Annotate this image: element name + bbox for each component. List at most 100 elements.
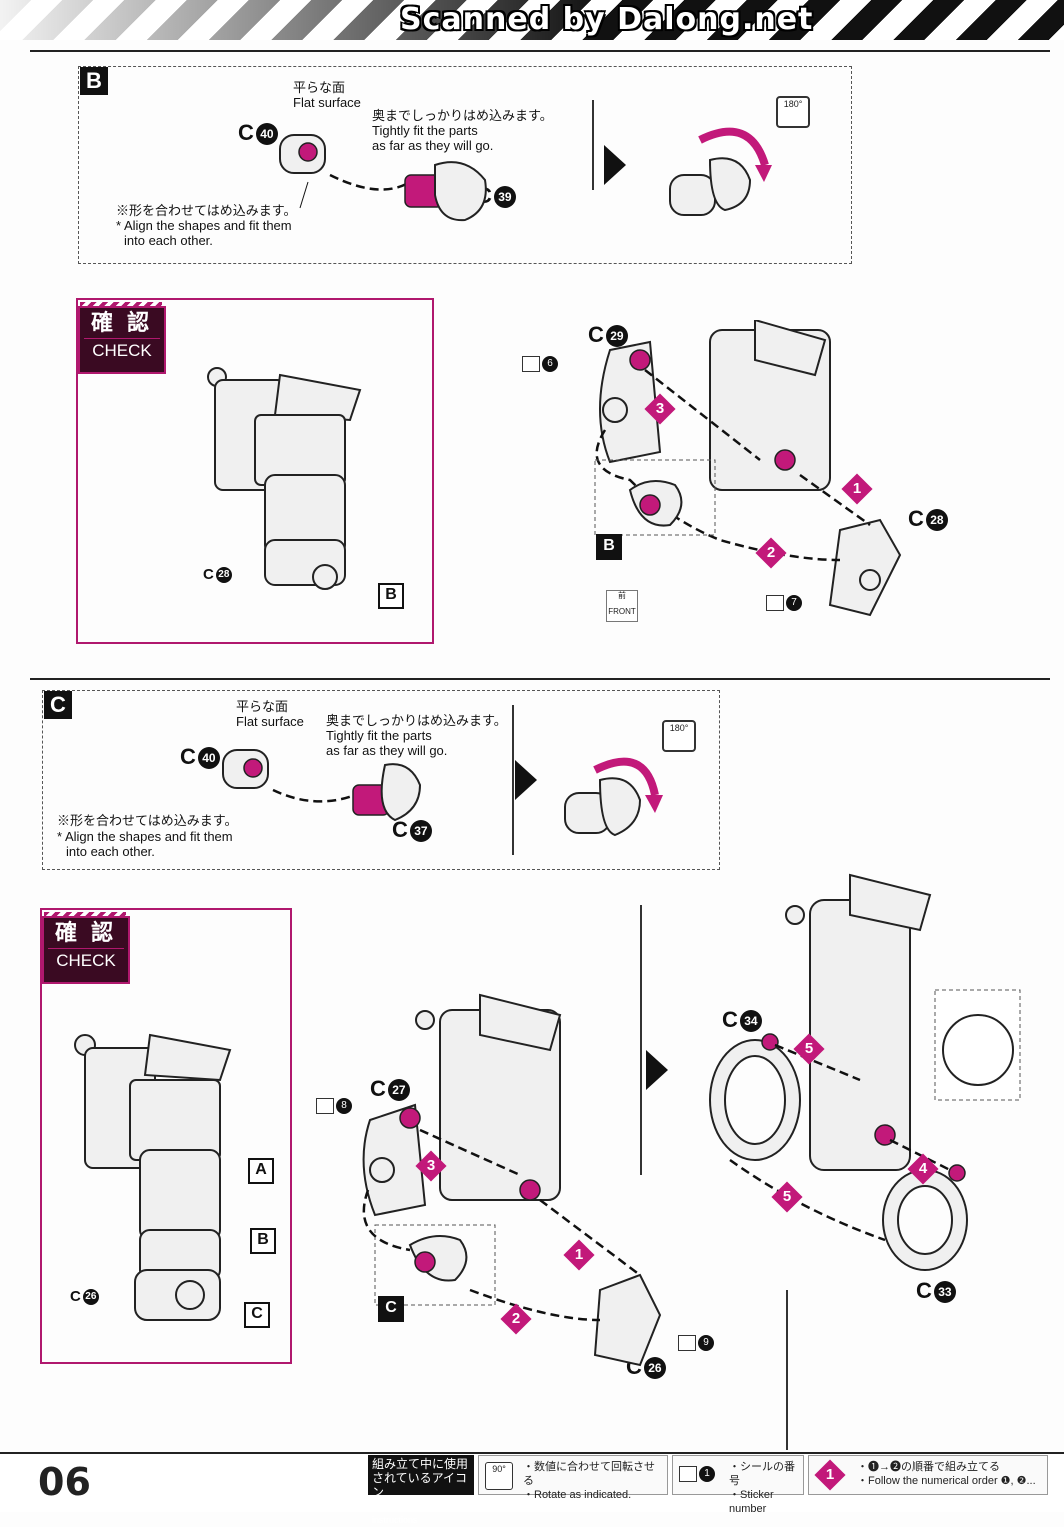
legend-rotate-en: ・Rotate as indicated.	[523, 1489, 632, 1501]
align-note-jp-c: ※形を合わせてはめ込みます。	[57, 813, 238, 828]
part-number: 29	[605, 325, 628, 348]
part-letter: C	[722, 1007, 738, 1032]
arrow-right-icon	[646, 1050, 668, 1090]
fit-note-jp: 奥までしっかりはめ込みます。	[372, 108, 553, 123]
check-box-1	[76, 298, 434, 644]
vertical-guide-line	[786, 1290, 788, 1450]
part-number: 27	[387, 1079, 410, 1102]
sticker-number: 1	[699, 1466, 715, 1482]
step-number: 1	[574, 1246, 584, 1263]
legend-sticker-jp: ・シールの番号	[729, 1461, 795, 1487]
part-letter: C	[588, 322, 604, 347]
front-icon: 前 FRONT	[606, 590, 638, 622]
part-letter: C	[70, 1288, 81, 1305]
legend-title-line2: されているアイコン	[372, 1471, 468, 1499]
rotate-icon-label: 90°	[492, 1464, 506, 1474]
assembly1-tag-b: B	[596, 534, 622, 560]
legend-order: 1 ・❶→❷の順番で組み立てる ・Follow the numerical or…	[808, 1455, 1048, 1495]
step-number: 4	[918, 1160, 928, 1177]
step-b-box	[78, 66, 852, 264]
check-kanji: 確 認	[90, 310, 154, 335]
step-number: 2	[511, 1310, 521, 1327]
fit-note-jp-c: 奥までしっかりはめ込みます。	[326, 713, 507, 728]
check-header-1: 確 認 CHECK	[78, 306, 166, 374]
check-label: CHECK	[48, 948, 124, 973]
sticker-7: 7	[766, 595, 802, 611]
step-c-parts-drawing	[222, 749, 422, 822]
step-number: 2	[766, 544, 776, 561]
check1-figure	[207, 367, 362, 590]
step-number: 3	[426, 1157, 436, 1174]
part-number: 34	[739, 1010, 762, 1033]
sticker-9: 9	[678, 1335, 714, 1351]
sticker-icon	[316, 1098, 334, 1114]
step-marker-2: 2	[755, 537, 787, 569]
sticker-6: 6	[522, 356, 558, 372]
part-number: 33	[933, 1281, 956, 1304]
legend-title: 組み立て中に使用 されているアイコン Symbols used in instr…	[368, 1455, 474, 1525]
legend-title-line1: 組み立て中に使用	[372, 1457, 469, 1471]
align-note-en2-c: into each other.	[66, 844, 155, 859]
sticker-icon	[678, 1335, 696, 1351]
part-number: 28	[215, 567, 232, 584]
sticker-icon	[679, 1466, 697, 1482]
flat-surface-en: Flat surface	[293, 95, 361, 110]
step-c-letter: C	[44, 691, 72, 719]
legend-rotate: 90° ・数値に合わせて回転させる ・Rotate as indicated.	[478, 1455, 668, 1501]
sticker-number: 8	[336, 1098, 352, 1114]
assembly1-drawing	[594, 320, 902, 617]
check2-tag-b: B	[250, 1228, 276, 1254]
check2-tag-a: A	[248, 1158, 274, 1184]
legend-order-en: ・Follow the numerical order ❶, ❷...	[857, 1475, 1036, 1487]
assembly3-drawing	[709, 873, 1021, 1271]
part-number: 40	[197, 747, 220, 770]
part-number: 26	[643, 1357, 666, 1380]
rotate-180-icon: 180°	[776, 96, 810, 128]
legend-order-icon: 1	[814, 1459, 846, 1491]
front-jp: 前	[618, 591, 626, 600]
legend-rotate-jp: ・数値に合わせて回転させる	[523, 1461, 655, 1487]
step-number: 3	[655, 400, 665, 417]
step-marker-5b: 5	[771, 1181, 803, 1213]
part-letter: C	[238, 120, 254, 145]
align-note-jp: ※形を合わせてはめ込みます。	[116, 203, 297, 218]
step-b-letter: B	[80, 67, 108, 95]
scan-watermark: Scanned by Dalong.net	[400, 2, 814, 37]
step-number: 5	[804, 1040, 814, 1057]
check2-tag-c: C	[244, 1302, 270, 1328]
legend-sticker-en: ・Sticker number	[729, 1489, 774, 1515]
check2-figure	[74, 1033, 232, 1321]
rotate-180-icon: 180°	[662, 720, 696, 752]
step-marker-4: 4	[907, 1153, 939, 1185]
part-number: 39	[493, 186, 516, 209]
part-number: 26	[82, 1289, 99, 1306]
part-letter: C	[203, 566, 214, 583]
check-kanji: 確 認	[54, 920, 118, 945]
part-letter: C	[180, 744, 196, 769]
arrow-right-icon	[604, 145, 626, 185]
fit-note-en1: Tightly fit the parts	[372, 123, 478, 138]
legend-sticker-icon: 1	[679, 1466, 715, 1482]
step-marker-1: 1	[563, 1239, 595, 1271]
step-number: 1	[825, 1466, 835, 1483]
legend-title-line3: Symbols used in instructions	[372, 1501, 439, 1525]
align-note-en1: * Align the shapes and fit them	[116, 218, 292, 233]
assembly2-drawing	[362, 993, 662, 1367]
flat-surface-jp: 平らな面	[293, 80, 346, 95]
part-letter: C	[908, 506, 924, 531]
page-number: 06	[38, 1460, 91, 1504]
arrow-right-icon	[515, 760, 537, 800]
rotate-label: 180°	[669, 723, 689, 733]
sticker-8: 8	[316, 1098, 352, 1114]
step-marker-3: 3	[415, 1150, 447, 1182]
step-c-box	[42, 690, 720, 870]
flat-surface-jp-c: 平らな面	[236, 699, 289, 714]
check-box-2	[40, 908, 292, 1364]
